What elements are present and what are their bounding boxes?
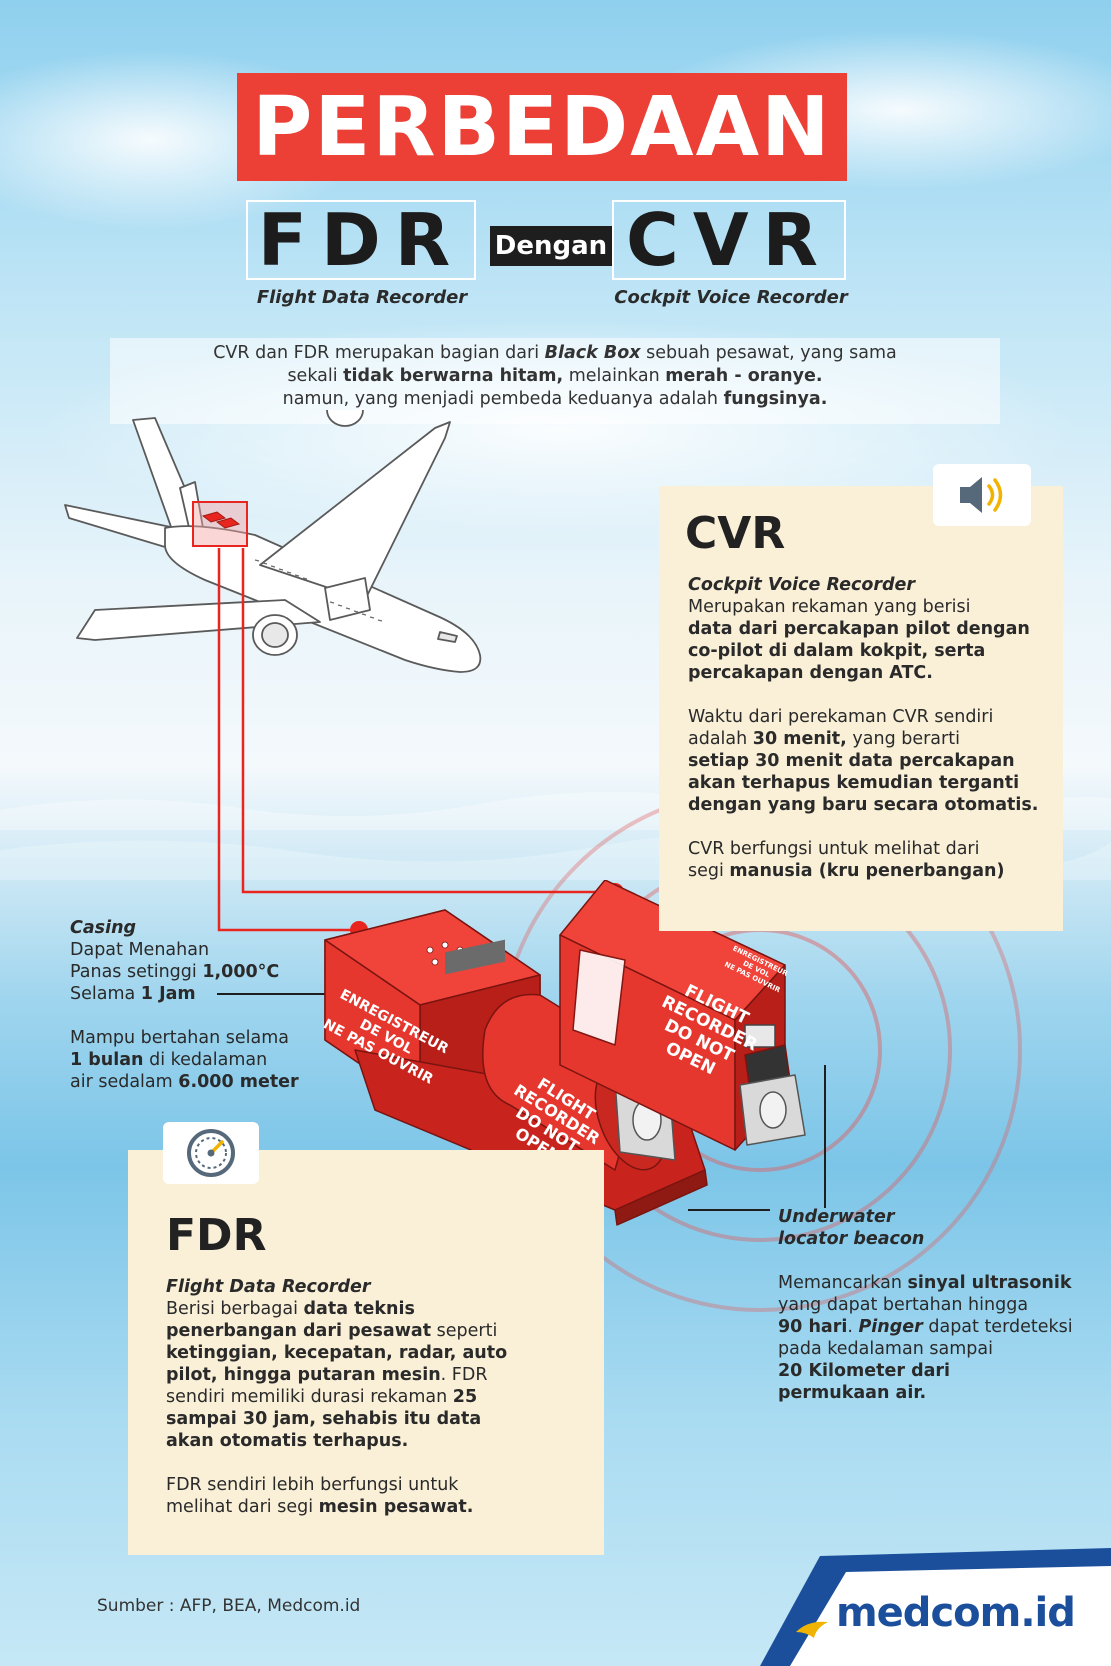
cvr-description: Cockpit Voice Recorder Merupakan rekaman… (688, 575, 1039, 881)
fdr-description: Flight Data Recorder Berisi berbagai dat… (166, 1277, 508, 1517)
beacon-annotation: Memancarkan sinyal ultrasonik yang dapat… (778, 1273, 1073, 1403)
cvr-subtitle: Cockpit Voice Recorder (614, 287, 848, 308)
gauge-icon (187, 1129, 235, 1177)
medcom-logo-bird-icon (792, 1602, 828, 1638)
black-box-devices (324, 880, 806, 1226)
fdr-info-panel (128, 1150, 604, 1555)
casing-annotation: Casing Dapat Menahan Panas setinggi 1,00… (70, 918, 299, 1092)
intro-text: CVR dan FDR merupakan bagian dari Black … (213, 343, 897, 409)
fdr-acronym: FDR (257, 198, 465, 282)
beacon-title: Underwater locator beacon (778, 1207, 925, 1249)
fdr-subtitle: Flight Data Recorder (256, 287, 468, 308)
page-title: PERBEDAAN (252, 79, 832, 175)
source-credit: Sumber : AFP, BEA, Medcom.id (97, 1596, 361, 1616)
cvr-info-panel (659, 486, 1063, 931)
fdr-heading: FDR (166, 1210, 267, 1261)
cvr-heading: CVR (685, 508, 786, 559)
speaker-icon (960, 477, 1003, 513)
connector-label: Dengan (490, 226, 612, 266)
fdr-acronym-box: FDR (246, 198, 476, 282)
title-banner: PERBEDAAN (237, 73, 847, 181)
intro-band (110, 338, 1000, 424)
cvr-acronym-box: CVR (612, 198, 846, 282)
medcom-logo[interactable]: medcom.id (836, 1590, 1076, 1636)
fdr-icon-card (163, 1122, 259, 1184)
cvr-icon-card (933, 464, 1031, 526)
cvr-acronym: CVR (625, 198, 832, 282)
